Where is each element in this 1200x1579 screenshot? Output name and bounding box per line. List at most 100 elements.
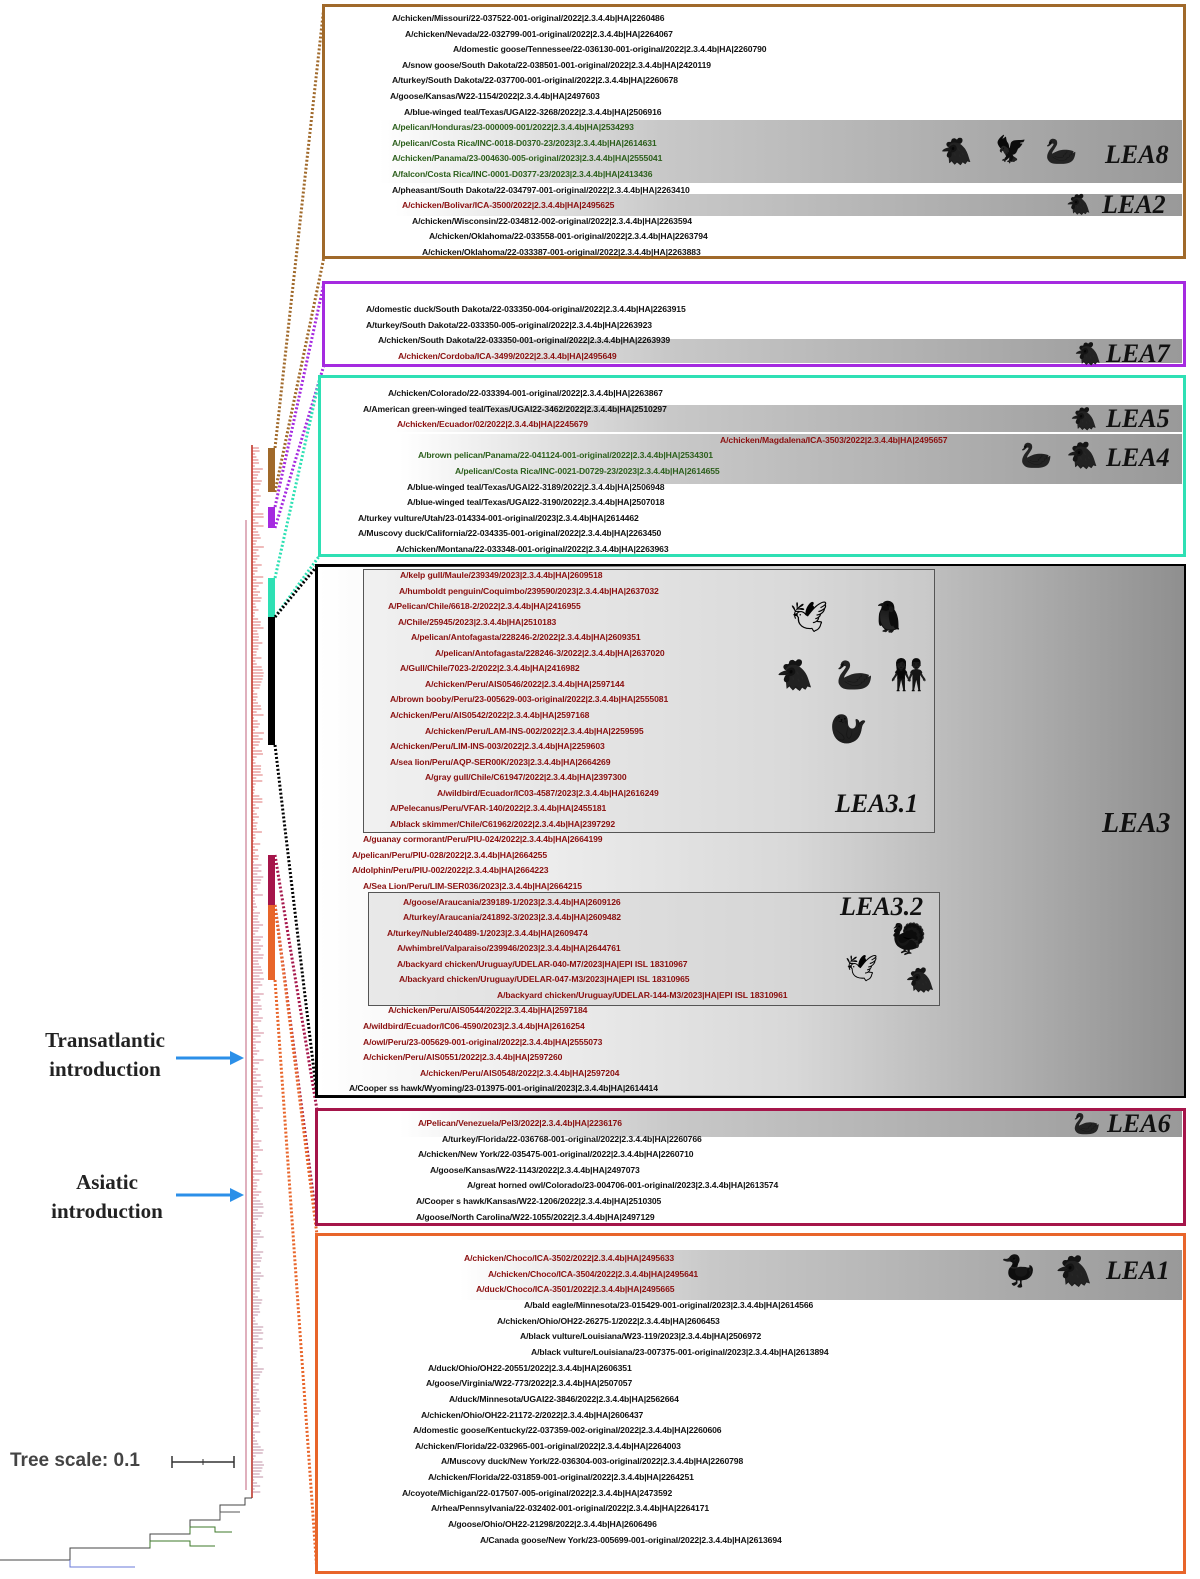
chicken-silhouette-icon: 🐔 — [1074, 342, 1102, 367]
leaf-label: A/Pelican/Chile/6618-2/2022|2.3.4.4b|HA|… — [388, 601, 581, 612]
leaf-label: A/rhea/Pennsylvania/22-032402-001-origin… — [431, 1503, 710, 1514]
turkey-silhouette-icon: 🦃 — [890, 922, 928, 957]
leaf-label: A/snow goose/South Dakota/22-038501-001-… — [402, 59, 711, 70]
leaf-label: A/falcon/Costa Rica/INC-0001-D0377-23/20… — [392, 169, 653, 179]
leaf-label: A/domestic goose/Kentucky/22-037359-002-… — [413, 1425, 722, 1436]
leaf-label: A/chicken/Florida/22-031859-001-original… — [428, 1472, 694, 1483]
lea2-label: LEA2 — [1102, 190, 1166, 219]
pelican-silhouette-icon: 🦢 — [1020, 441, 1053, 471]
chicken-silhouette-icon: 🐔 — [776, 658, 814, 693]
leaf-label: A/guanay cormorant/Peru/PIU-024/2022|2.3… — [363, 834, 603, 845]
connector-lea8-bottom — [273, 256, 326, 493]
clade-bar-lea3 — [268, 617, 275, 745]
clade-bar-lea5 — [268, 578, 275, 617]
chicken-silhouette-icon: 🐔 — [1070, 407, 1098, 432]
leaf-label: A/pelican/Costa Rica/INC-0021-D0729-23/2… — [455, 466, 720, 476]
leaf-label: A/coyote/Michigan/22-017507-005-original… — [402, 1487, 673, 1498]
whimbrel-silhouette-icon: 🕊 — [845, 954, 879, 984]
overview-root-green — [149, 1540, 215, 1548]
leaf-label: A/duck/Choco/ICA-3501/2022|2.3.4.4b|HA|2… — [476, 1284, 675, 1295]
lea7-label: LEA7 — [1106, 339, 1170, 368]
leaf-label: A/chicken/Peru/AIS0548/2022|2.3.4.4b|HA|… — [420, 1067, 620, 1078]
leaf-label: A/Sea Lion/Peru/LIM-SER036/2023|2.3.4.4b… — [363, 881, 582, 891]
leaf-label: A/Muscovy duck/New York/22-036304-003-or… — [441, 1456, 744, 1467]
leaf-label: A/humboldt penguin/Coquimbo/239590/2023|… — [399, 585, 659, 596]
leaf-label: A/chicken/Bolivar/ICA-3500/2022|2.3.4.4b… — [402, 200, 615, 211]
leaf-label: A/chicken/Florida/22-032965-001-original… — [415, 1440, 681, 1451]
lea5-band — [395, 405, 1182, 432]
leaf-label: A/chicken/Cordoba/ICA-3499/2022|2.3.4.4b… — [398, 350, 617, 361]
pelican-silhouette-icon: 🦢 — [1073, 1112, 1101, 1137]
leaf-label: A/pelican/Costa Rica/INC-0018-D0370-23/2… — [392, 137, 657, 148]
leaf-label: A/Pelecanus/Peru/VFAR-140/2022|2.3.4.4b|… — [390, 803, 607, 814]
chicken-silhouette-icon: 🐔 — [940, 137, 973, 167]
chicken-silhouette-icon: 🐔 — [905, 966, 935, 994]
overview-root-green-2 — [189, 1526, 232, 1534]
lea3-1-box — [363, 569, 935, 833]
lea5-label: LEA5 — [1106, 404, 1170, 433]
lea3-2-box — [368, 892, 940, 1006]
chicken-silhouette-icon: 🐔 — [1066, 441, 1099, 471]
leaf-label: A/chicken/Choco/ICA-3502/2022|2.3.4.4b|H… — [464, 1253, 675, 1263]
asiatic-introduction-label: Asiatic introduction — [51, 1170, 163, 1223]
connector-lea3-bottom — [273, 744, 319, 1097]
leaf-label: A/duck/Minnesota/UGAI22-3846/2022|2.3.4.… — [449, 1393, 679, 1404]
leaf-label: A/goose/Virginia/W22-773/2022|2.3.4.4b|H… — [426, 1378, 633, 1389]
leaf-label: A/pelican/Antofagasta/228246-2/2022|2.3.… — [411, 632, 641, 643]
leaf-label: A/Pelican/Venezuela/Pel3/2022|2.3.4.4b|H… — [418, 1118, 622, 1128]
lea4-label: LEA4 — [1106, 443, 1170, 472]
leaf-label: A/duck/Ohio/OH22-20551/2022|2.3.4.4b|HA|… — [428, 1362, 632, 1373]
eagle-silhouette-icon: 🦅 — [995, 135, 1028, 165]
connector-lea1-top — [273, 904, 319, 1236]
lea4-band — [400, 434, 1182, 484]
leaf-label: A/chicken/Colorado/22-033394-001-origina… — [388, 388, 663, 398]
chicken-silhouette-icon: 🐔 — [1055, 1254, 1093, 1289]
leaf-label: A/chicken/Choco/ICA-3504/2022|2.3.4.4b|H… — [488, 1268, 699, 1279]
leaf-label: A/turkey vulture/Utah/23-014334-001-orig… — [358, 512, 639, 523]
leaf-label: A/American green-winged teal/Texas/UGAI2… — [363, 403, 667, 414]
leaf-label: A/gray gull/Chile/C61947/2022|2.3.4.4b|H… — [425, 772, 627, 783]
leaf-label: A/chicken/Ecuador/02/2022|2.3.4.4b|HA|22… — [397, 419, 588, 430]
leaf-label: A/black skimmer/Chile/C61962/2022|2.3.4.… — [390, 818, 616, 829]
leaf-label: A/great horned owl/Colorado/23-004706-00… — [467, 1180, 779, 1191]
leaf-label: A/dolphin/Peru/PIU-002/2022|2.3.4.4b|HA|… — [352, 865, 549, 876]
clade-bar-lea7 — [268, 507, 275, 528]
lea6-label: LEA6 — [1107, 1109, 1171, 1138]
leaf-label: A/turkey/Florida/22-036768-001-original/… — [442, 1133, 702, 1144]
leaf-label: A/domestic goose/Tennessee/22-036130-001… — [453, 44, 767, 55]
leaf-label: A/black vulture/Louisiana/W23-119/2023|2… — [520, 1331, 762, 1342]
leaf-label: A/brown booby/Peru/23-005629-003-origina… — [390, 694, 669, 705]
leaf-label: A/Muscovy duck/California/22-034335-001-… — [358, 528, 662, 539]
leaf-label: A/chicken/South Dakota/22-033350-001-ori… — [378, 335, 671, 346]
lea7-band — [390, 339, 1182, 363]
leaf-label: A/bald eagle/Minnesota/23-015429-001-ori… — [524, 1299, 814, 1310]
leaf-label: A/chicken/Montana/22-033348-001-original… — [396, 544, 669, 554]
connector-lea5-top — [273, 376, 322, 579]
leaf-label: A/Cooper s hawk/Kansas/W22-1206/2022|2.3… — [416, 1196, 662, 1206]
pelican-silhouette-icon: 🦢 — [1045, 137, 1078, 167]
leaf-label: A/goose/Ohio/OH22-21298/2022|2.3.4.4b|HA… — [448, 1519, 657, 1530]
lea6-band — [400, 1111, 1182, 1137]
leaf-label: A/chicken/Panama/23-004630-005-original/… — [392, 153, 663, 164]
penguin-silhouette-icon: 🐧 — [870, 600, 908, 635]
gull-silhouette-icon: 🕊 — [790, 600, 829, 635]
connector-lea6-top — [273, 854, 319, 1111]
transatlantic-arrow-head — [230, 1051, 244, 1065]
leaf-label: A/pelican/Antofagasta/228246-3/2022|2.3.… — [435, 647, 665, 658]
overview-root-grey — [219, 1511, 240, 1520]
leaf-label: A/pelican/Peru/PIU-028/2022|2.3.4.4b|HA|… — [352, 849, 548, 860]
leaf-label: A/turkey/Nuble/240489-1/2023|2.3.4.4b|HA… — [387, 927, 588, 938]
connector-lea3-top — [273, 565, 319, 618]
leaf-label: A/chicken/Peru/AIS0551/2022|2.3.4.4b|HA|… — [363, 1052, 563, 1063]
leaf-label: A/goose/North Carolina/W22-1055/2022|2.3… — [416, 1211, 655, 1222]
leaf-label: A/Canada goose/New York/23-005699-001-or… — [480, 1534, 782, 1545]
asiatic-arrow-head — [230, 1188, 244, 1202]
leaf-label: A/chicken/Peru/LIM-INS-003/2022|2.3.4.4b… — [390, 741, 605, 752]
duck-silhouette-icon: 🦆 — [1000, 1254, 1038, 1289]
transatlantic-introduction-label: Transatlantic introduction — [45, 1028, 165, 1081]
overview-root — [0, 1497, 252, 1561]
leaf-label: A/blue-winged teal/Texas/UGAI22-3190/202… — [407, 497, 665, 508]
leaf-label: A/blue-winged teal/Texas/UGAI22-3189/202… — [407, 481, 665, 492]
leaf-label: A/chicken/Oklahoma/22-033558-001-origina… — [429, 231, 708, 242]
leaf-label: A/turkey/South Dakota/22-033350-005-orig… — [366, 319, 652, 330]
